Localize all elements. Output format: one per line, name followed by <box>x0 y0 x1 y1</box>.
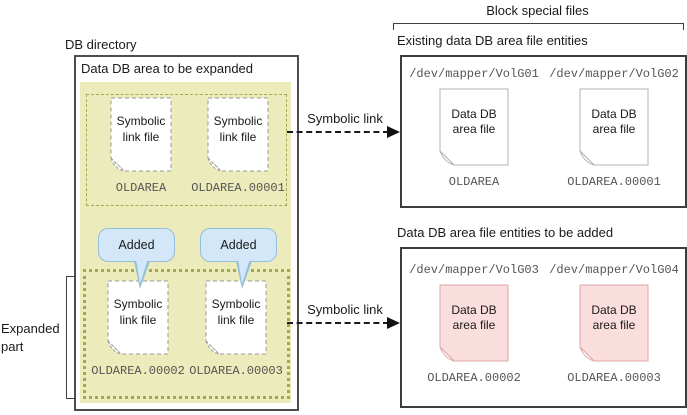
db-area-file-group: /dev/mapper/VolG04 Data DB area file OLD… <box>546 263 682 385</box>
symbolic-link-file-icon: Symbolic link file <box>207 97 269 172</box>
symlink-file-group: Symbolic link file OLDAREA.00001 <box>191 97 285 195</box>
db-area-file-label: OLDAREA <box>448 175 500 189</box>
symbolic-link-dashed-line <box>287 131 389 133</box>
existing-entities-title: Existing data DB area file entities <box>397 33 588 48</box>
symbolic-link-arrow-label: Symbolic link <box>307 302 383 317</box>
db-area-file-group: /dev/mapper/VolG03 Data DB area file OLD… <box>406 263 542 385</box>
symlink-icon-text: Symbolic link file <box>113 297 163 327</box>
symlink-icon-text: Symbolic link file <box>116 114 166 144</box>
existing-entities-box: /dev/mapper/VolG01 Data DB area file OLD… <box>400 55 687 208</box>
symbolic-link-arrow-label: Symbolic link <box>307 111 383 126</box>
device-path: /dev/mapper/VolG01 <box>409 67 539 81</box>
symlink-icon-text: Symbolic link file <box>213 114 263 144</box>
arrow-right-icon <box>387 126 400 138</box>
expanded-links-subarea: Symbolic link file OLDAREA.00002 Symboli… <box>83 269 290 399</box>
symlink-icon-text: Symbolic link file <box>211 297 261 327</box>
symlink-file-group: Symbolic link file OLDAREA.00003 <box>188 280 284 378</box>
db-area-file-group: /dev/mapper/VolG01 Data DB area file OLD… <box>406 67 542 189</box>
added-callout: Added <box>200 228 277 289</box>
expanded-part-bracket <box>66 276 76 399</box>
data-db-area-file-icon: Data DB area file <box>439 88 509 166</box>
db-area-icon-text: Data DB area file <box>451 302 497 333</box>
added-entities-title: Data DB area file entities to be added <box>397 225 614 240</box>
data-db-area-file-icon: Data DB area file <box>579 88 649 166</box>
block-special-files-title: Block special files <box>486 3 589 18</box>
db-area-icon-text: Data DB area file <box>451 106 497 137</box>
added-entities-box: /dev/mapper/VolG03 Data DB area file OLD… <box>400 247 687 408</box>
symbolic-link-dashed-line <box>287 322 389 324</box>
data-db-area-file-icon: Data DB area file <box>439 284 509 362</box>
data-db-area-file-icon: Data DB area file <box>579 284 649 362</box>
symbolic-link-file-icon: Symbolic link file <box>110 97 172 172</box>
db-area-expand-title: Data DB area to be expanded <box>81 61 254 76</box>
device-path: /dev/mapper/VolG04 <box>549 263 679 277</box>
symlink-file-group: Symbolic link file OLDAREA.00002 <box>90 280 186 378</box>
block-special-files-bracket <box>393 23 684 30</box>
device-path: /dev/mapper/VolG02 <box>549 67 679 81</box>
db-area-file-label: OLDAREA.00001 <box>567 175 661 189</box>
symlink-file-label: OLDAREA <box>115 181 167 195</box>
db-directory-box: Data DB area to be expanded Symbolic lin… <box>74 55 299 411</box>
symbolic-link-file-icon: Symbolic link file <box>205 280 267 355</box>
arrow-right-icon <box>387 317 400 329</box>
existing-links-subarea: Symbolic link file OLDAREA Symbolic link… <box>86 94 287 206</box>
data-db-area-region: Symbolic link file OLDAREA Symbolic link… <box>80 82 291 403</box>
symbolic-link-file-icon: Symbolic link file <box>107 280 169 355</box>
added-callout: Added <box>98 228 175 289</box>
db-area-icon-text: Data DB area file <box>591 302 637 333</box>
db-area-icon-text: Data DB area file <box>591 106 637 137</box>
symlink-file-group: Symbolic link file OLDAREA <box>95 97 187 195</box>
symlink-file-label: OLDAREA.00001 <box>191 181 285 195</box>
device-path: /dev/mapper/VolG03 <box>409 263 539 277</box>
expanded-part-label: Expanded part <box>1 321 60 354</box>
symlink-file-label: OLDAREA.00002 <box>91 364 185 378</box>
symlink-file-label: OLDAREA.00003 <box>189 364 283 378</box>
db-area-file-group: /dev/mapper/VolG02 Data DB area file OLD… <box>546 67 682 189</box>
db-area-file-label: OLDAREA.00002 <box>427 371 521 385</box>
db-area-file-label: OLDAREA.00003 <box>567 371 661 385</box>
db-directory-label: DB directory <box>65 37 137 52</box>
